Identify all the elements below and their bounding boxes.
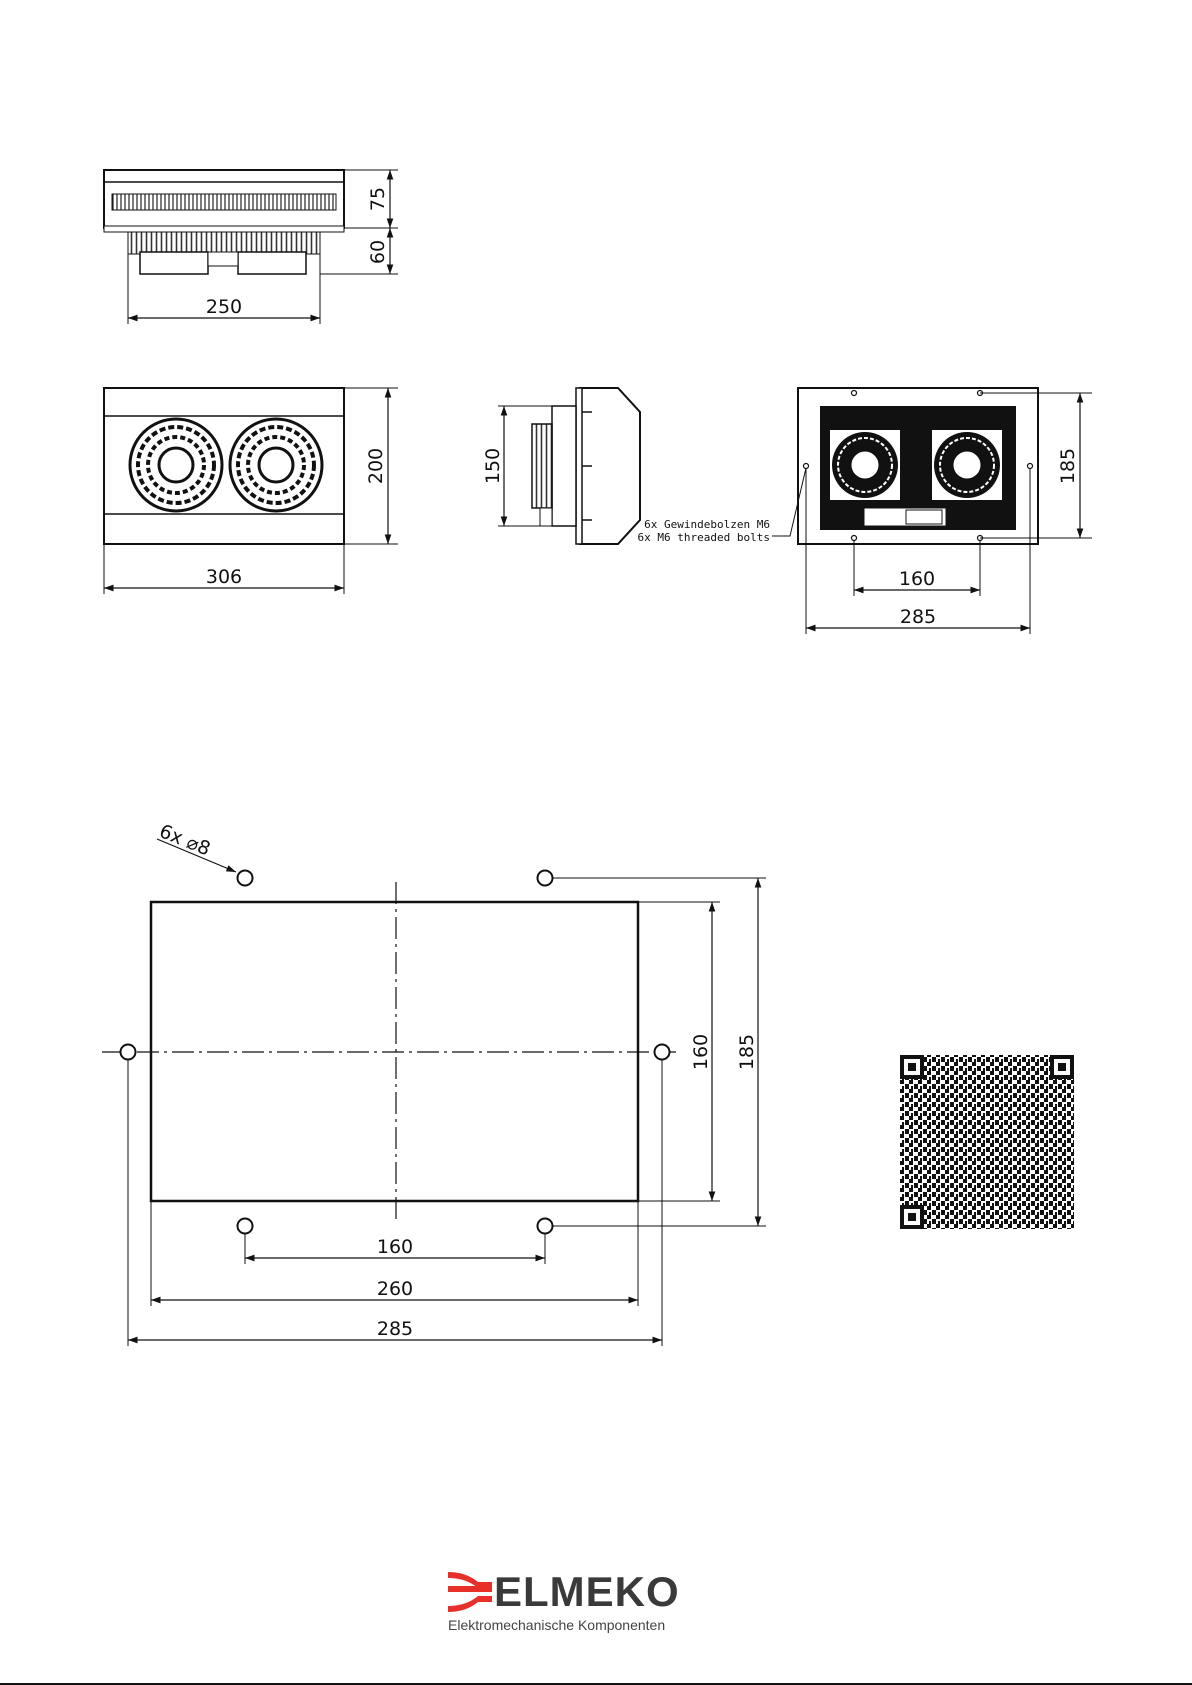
dim-front-height-top: 75 [367, 187, 389, 211]
dim-front-width: 250 [206, 296, 242, 318]
dim-cutout-height: 160 [690, 1034, 712, 1070]
dim-side-height: 150 [482, 448, 504, 484]
front-view: 75 60 250 [104, 170, 398, 324]
mount-hole-left [121, 1045, 136, 1060]
brand-tagline: Elektromechanische Komponenten [448, 1617, 665, 1633]
brand-name: ELMEKO [494, 1568, 680, 1615]
bolt-note-en: 6x M6 threaded bolts [638, 531, 770, 544]
elmeko-logo: ELMEKO Elektromechanische Komponenten [448, 1568, 680, 1633]
mount-hole-top-right [538, 871, 553, 886]
mount-hole-top-left [238, 871, 253, 886]
elmeko-logo-mark-icon [448, 1572, 492, 1612]
mount-hole-bottom-right [538, 1219, 553, 1234]
dim-hole-spacing: 160 [377, 1236, 413, 1258]
fan-left-icon [130, 419, 222, 511]
side-view: 150 [482, 388, 640, 544]
qr-code [900, 1055, 1074, 1229]
dim-top-width: 306 [206, 566, 242, 588]
holes-label: 6x ⌀8 [156, 820, 213, 860]
dim-bottom-height: 185 [1057, 448, 1079, 484]
dim-bolt-height: 185 [736, 1034, 758, 1070]
dim-bottom-hole-spacing: 160 [899, 568, 935, 590]
mount-hole-right [655, 1045, 670, 1060]
dim-cutout-width: 260 [377, 1278, 413, 1300]
dim-bolt-width: 285 [377, 1318, 413, 1340]
fan-right-icon [230, 419, 322, 511]
dim-top-height: 200 [365, 448, 387, 484]
top-view: 200 306 [104, 388, 398, 594]
bolt-note-de: 6x Gewindebolzen M6 [644, 518, 770, 531]
bottom-view: 6x Gewindebolzen M6 6x M6 threaded bolts… [638, 388, 1092, 634]
dim-bottom-width: 285 [900, 606, 936, 628]
dim-front-height-bottom: 60 [367, 240, 389, 264]
cutout-drawing: 6x ⌀8 160 185 160 260 285 [102, 820, 766, 1346]
mount-hole-bottom-left [238, 1219, 253, 1234]
